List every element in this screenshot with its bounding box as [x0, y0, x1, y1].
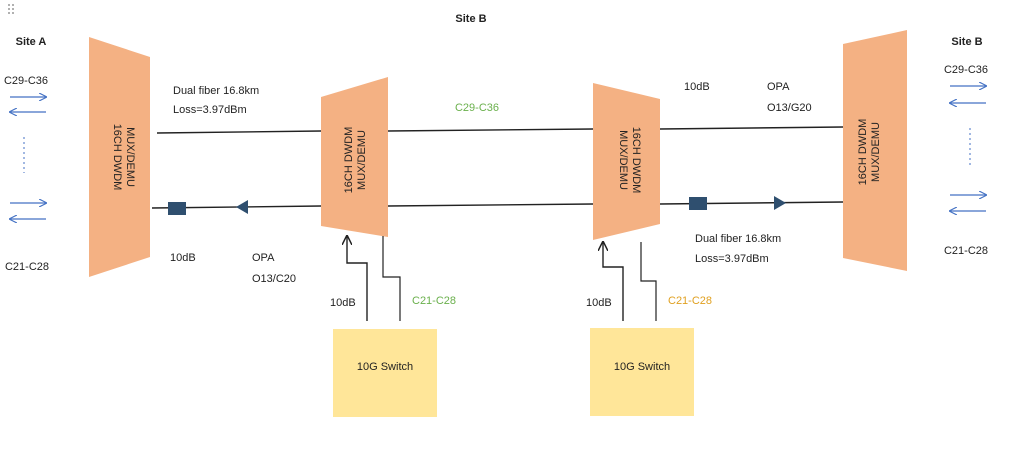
- fiber-line-bottom-middle: [387, 203, 594, 207]
- switch-right-channel: C21-C28: [668, 295, 712, 307]
- mux-site-b: 16CH DWDM MUX/DEMU: [843, 30, 907, 271]
- site-b-label: Site B: [951, 36, 982, 48]
- switch-right-label: 10G Switch: [614, 361, 670, 373]
- middle-channel-label: C29-C36: [455, 102, 499, 114]
- switch-right[interactable]: 10G Switch: [590, 328, 694, 416]
- fiber-line-top-left: [156, 130, 322, 134]
- switch-left-label: 10G Switch: [357, 361, 413, 373]
- mux-middle-left-line1: 16CH DWDM: [343, 127, 355, 194]
- site-a-channel-top: C29-C36: [4, 75, 48, 87]
- mux-site-b-line1: 16CH DWDM: [857, 119, 869, 186]
- amp-right-db: 10dB: [684, 81, 710, 93]
- switch-right-db: 10dB: [586, 297, 612, 309]
- fiber-bottom-loss: Loss=3.97dBm: [695, 253, 769, 265]
- amplifier-node-left: [168, 202, 186, 215]
- site-a-channel-bottom: C21-C28: [5, 261, 49, 273]
- site-a-channel-arrows: [10, 97, 46, 219]
- switch-right-links: [603, 242, 657, 321]
- switch-left-channel: C21-C28: [412, 295, 456, 307]
- amp-left-db: 10dB: [170, 252, 196, 264]
- mux-middle-left-line2: MUX/DEMU: [356, 130, 368, 190]
- direction-arrow-right-icon: [774, 196, 786, 210]
- site-b-channel-bottom: C21-C28: [944, 245, 988, 257]
- amplifier-node-right: [689, 197, 707, 210]
- diagram-title: Site B: [455, 13, 486, 25]
- mux-middle-right-line1: MUX/DEMU: [617, 130, 629, 190]
- fiber-line-top-right: [659, 126, 844, 130]
- amp-right-model: O13/G20: [767, 102, 812, 114]
- fiber-top-loss: Loss=3.97dBm: [173, 104, 247, 116]
- mux-site-a: 16CH DWDM MUX/DEMU: [89, 37, 150, 277]
- mux-middle-right: MUX/DEMU 16CH DWDM: [593, 83, 660, 240]
- drag-dots-icon[interactable]: [8, 4, 14, 14]
- mux-middle-left: 16CH DWDM MUX/DEMU: [321, 77, 388, 237]
- site-a-label: Site A: [16, 36, 47, 48]
- switch-left-links: [347, 236, 401, 321]
- site-b-channel-arrows: [950, 86, 986, 211]
- mux-middle-right-line2: 16CH DWDM: [630, 127, 642, 194]
- fiber-line-bottom-right: [659, 201, 844, 205]
- mux-site-a-line1: 16CH DWDM: [111, 124, 123, 191]
- amp-right-opa: OPA: [767, 81, 790, 93]
- amp-left-opa: OPA: [252, 252, 275, 264]
- mux-site-b-line2: MUX/DEMU: [870, 122, 882, 182]
- fiber-top-label: Dual fiber 16.8km: [173, 85, 259, 97]
- fiber-line-top-middle: [387, 128, 594, 132]
- mux-site-a-line2: MUX/DEMU: [124, 127, 136, 187]
- amp-left-model: O13/C20: [252, 273, 296, 285]
- fiber-bottom-label: Dual fiber 16.8km: [695, 233, 781, 245]
- switch-left-db: 10dB: [330, 297, 356, 309]
- direction-arrow-left-icon: [236, 200, 248, 214]
- switch-left[interactable]: 10G Switch: [333, 329, 437, 417]
- site-b-channel-top: C29-C36: [944, 64, 988, 76]
